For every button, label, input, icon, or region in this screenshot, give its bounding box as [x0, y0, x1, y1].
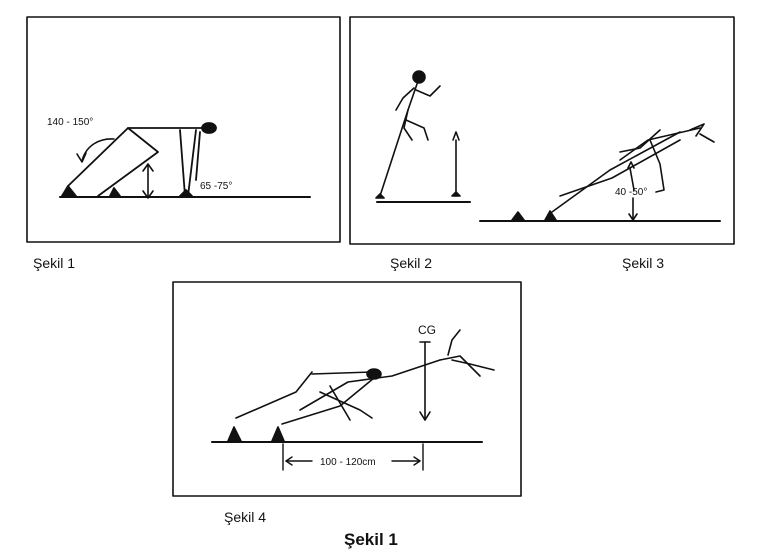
panel-1-sprinter — [61, 122, 217, 199]
panel-4-cg-label: CG — [418, 323, 436, 337]
panel-2-caption: Şekil 2 — [390, 255, 433, 271]
panel-4-sprinter — [227, 329, 495, 442]
main-caption: Şekil 1 — [344, 530, 398, 549]
panel-1-caption: Şekil 1 — [33, 255, 76, 271]
panel-3-sprinter — [511, 123, 715, 221]
panel-4-distance-marker — [282, 443, 424, 471]
panel-23-frame — [349, 16, 735, 245]
panel-3-angle-label: 40 -50° — [615, 187, 647, 198]
panel-1-frame — [26, 16, 341, 243]
panel-1-shin-angle-label: 65 -75° — [200, 181, 232, 192]
panel-3-caption: Şekil 3 — [622, 255, 665, 271]
panel-1-hip-angle-label: 140 - 150° — [47, 117, 93, 128]
panel-2-sprinter — [375, 70, 461, 199]
panel-4-distance-label: 100 - 120cm — [320, 457, 376, 468]
panel-4-frame — [172, 281, 522, 497]
panel-4-caption: Şekil 4 — [224, 509, 267, 525]
